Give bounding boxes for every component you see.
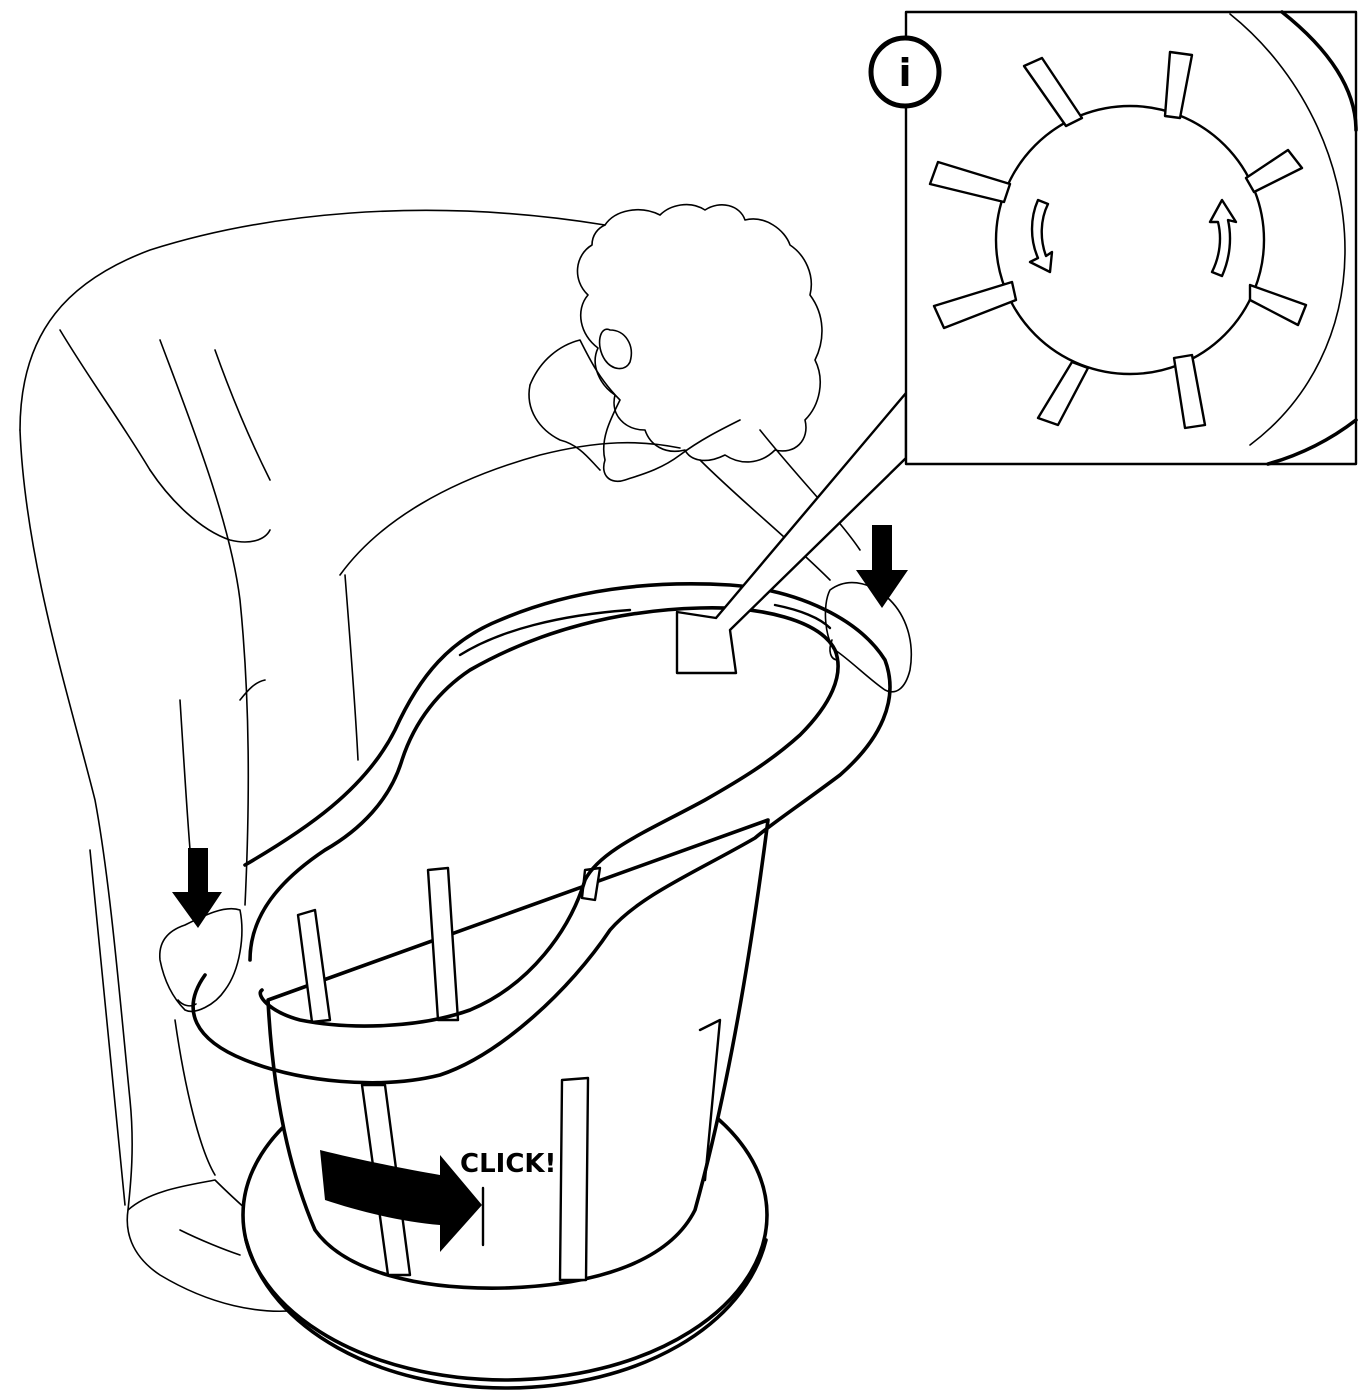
click-sound-label: CLICK! — [460, 1149, 556, 1179]
rotate-arrow-down-icon — [1028, 198, 1054, 274]
down-arrow-icon — [856, 525, 908, 608]
inset-pegs — [928, 50, 1308, 430]
detail-inset: i — [868, 10, 1358, 466]
curved-right-arrow-icon — [320, 1150, 485, 1252]
seat-rim — [191, 582, 892, 1085]
hollow-pointer-arrow-icon — [675, 391, 908, 675]
down-arrow-icon — [172, 848, 222, 928]
info-circle-icon: i — [868, 35, 942, 109]
info-symbol: i — [898, 51, 911, 95]
rotate-arrow-up-icon — [1208, 198, 1238, 278]
